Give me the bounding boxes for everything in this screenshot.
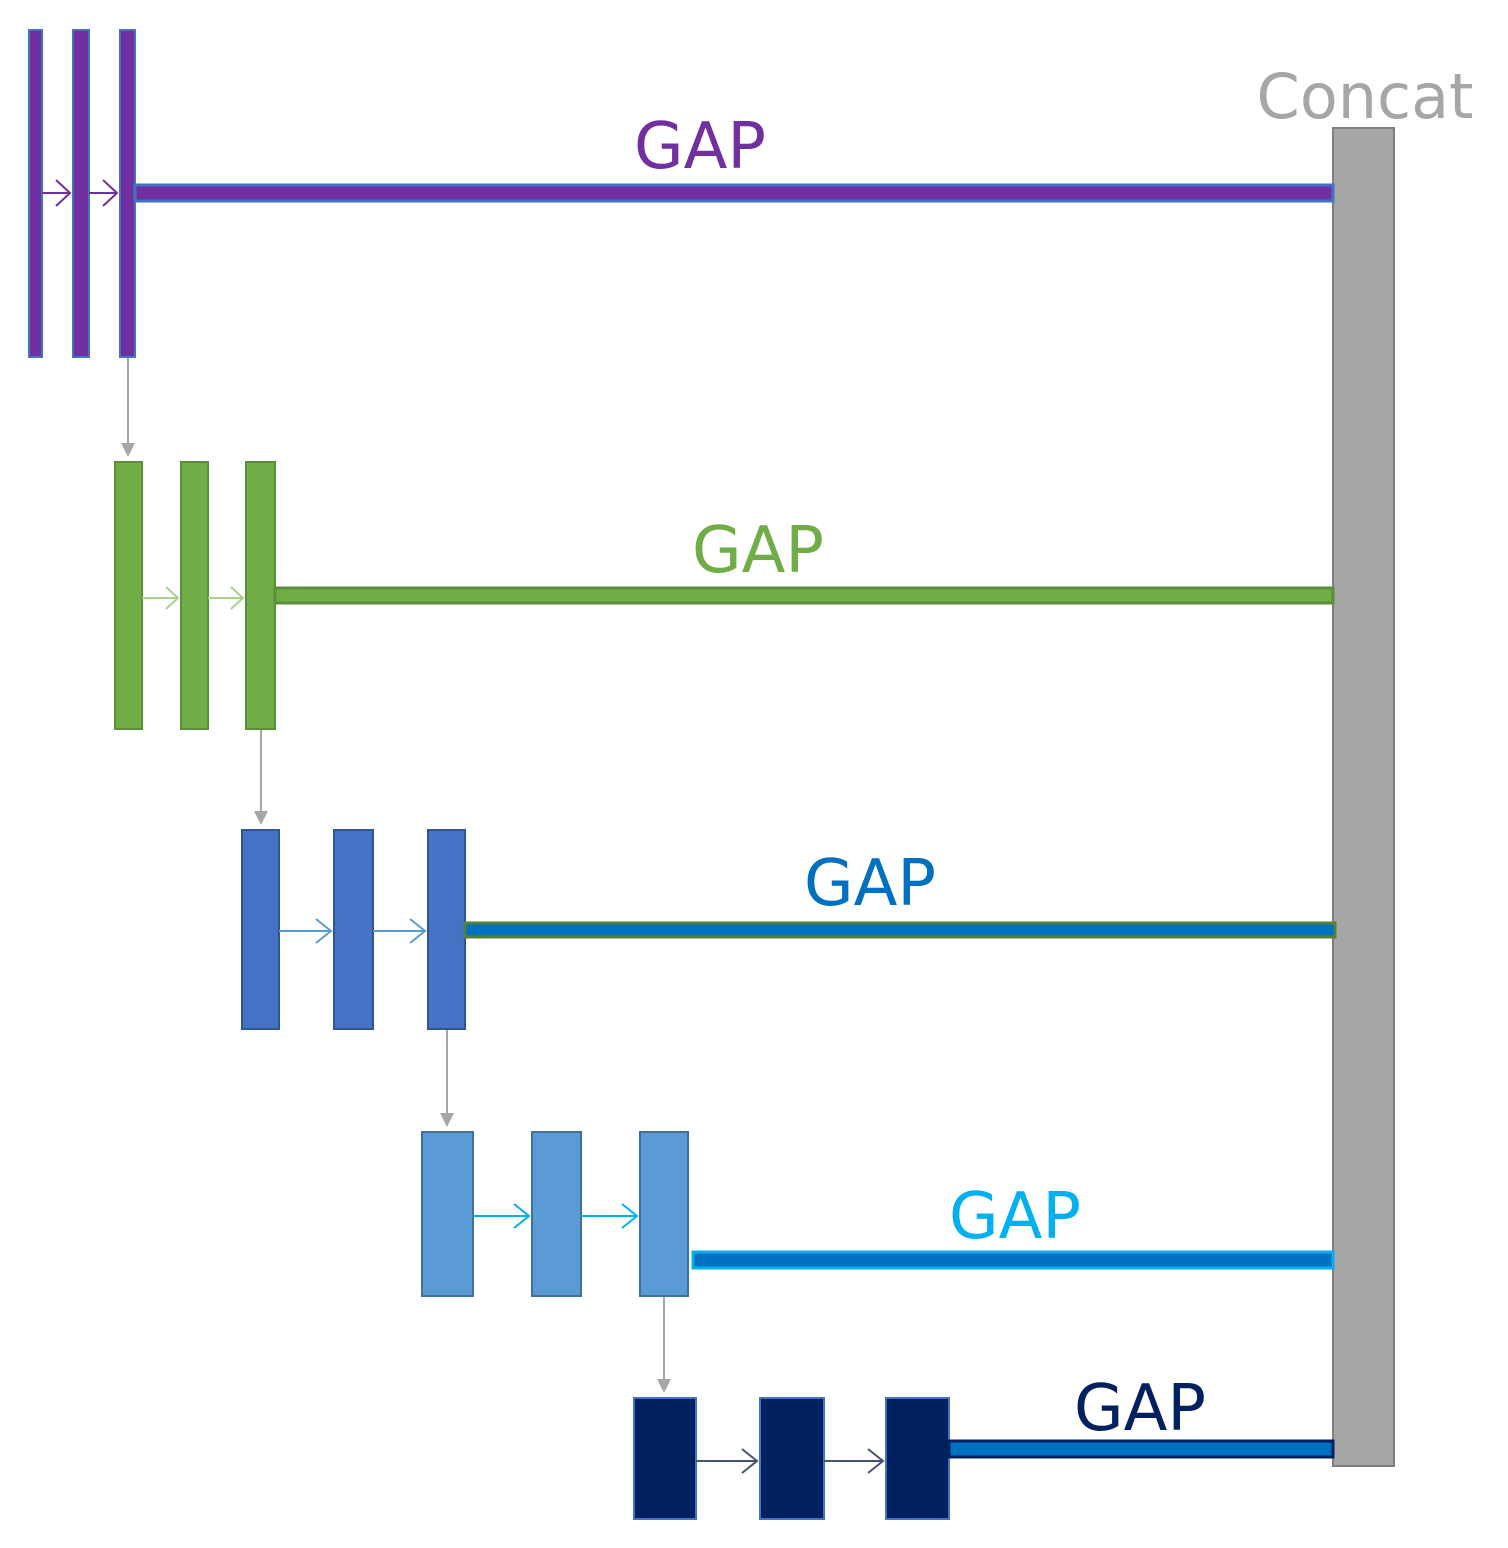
stage-3: GAP <box>241 829 1337 1030</box>
stage-2-block-1 <box>114 461 143 730</box>
stage-1-arrowhead-1 <box>55 179 72 207</box>
stage-3-block-1 <box>241 829 280 1030</box>
stage-2-arrowhead-2 <box>230 586 245 610</box>
stage-5-arrowhead-2 <box>867 1448 885 1474</box>
stage-1-block-2 <box>72 29 90 358</box>
stage-5-block-2 <box>759 1397 825 1520</box>
stage-2-block-3 <box>245 461 276 730</box>
stage-5-gap-line <box>947 1439 1335 1459</box>
stage-3-arrowhead-1 <box>315 918 333 944</box>
stage-1-arrowhead-2 <box>102 179 119 207</box>
stage-2: GAP <box>114 461 1335 730</box>
stage-4-arrowhead-2 <box>621 1203 639 1229</box>
stage-4-block-1 <box>421 1131 474 1297</box>
stage-3-block-2 <box>333 829 374 1030</box>
stage-5-gap-label: GAP <box>1074 1372 1206 1446</box>
stage-1-block-3 <box>119 29 136 358</box>
stage-4-gap-line <box>691 1250 1335 1270</box>
stage-3-arrowhead-2 <box>409 918 427 944</box>
stage-1-gap-label: GAP <box>634 110 766 184</box>
stage-5-block-3 <box>885 1397 950 1520</box>
stage-1: GAP <box>28 29 1335 358</box>
stage-5-arrowhead-1 <box>741 1448 759 1474</box>
stage-2-block-2 <box>180 461 209 730</box>
stage-4-block-3 <box>639 1131 689 1297</box>
stage-2-gap-label: GAP <box>692 514 824 588</box>
stage-5-block-1 <box>633 1397 697 1520</box>
stage-2-gap-line <box>273 586 1335 605</box>
stage-4-gap-label: GAP <box>949 1180 1081 1254</box>
stage-4: GAP <box>421 1131 1335 1297</box>
stage-1-gap-line <box>133 183 1335 203</box>
stage-3-block-3 <box>427 829 466 1030</box>
concat-label: Concat <box>1257 60 1474 133</box>
concat-bar <box>1332 127 1395 1467</box>
stage-2-arrowhead-1 <box>165 586 180 610</box>
stage-1-block-1 <box>28 29 43 358</box>
stage-4-block-2 <box>531 1131 582 1297</box>
stage-4-arrowhead-1 <box>513 1203 531 1229</box>
stage-3-gap-line <box>463 921 1337 939</box>
stage-5: GAP <box>633 1372 1335 1520</box>
stage-3-gap-label: GAP <box>804 847 936 921</box>
